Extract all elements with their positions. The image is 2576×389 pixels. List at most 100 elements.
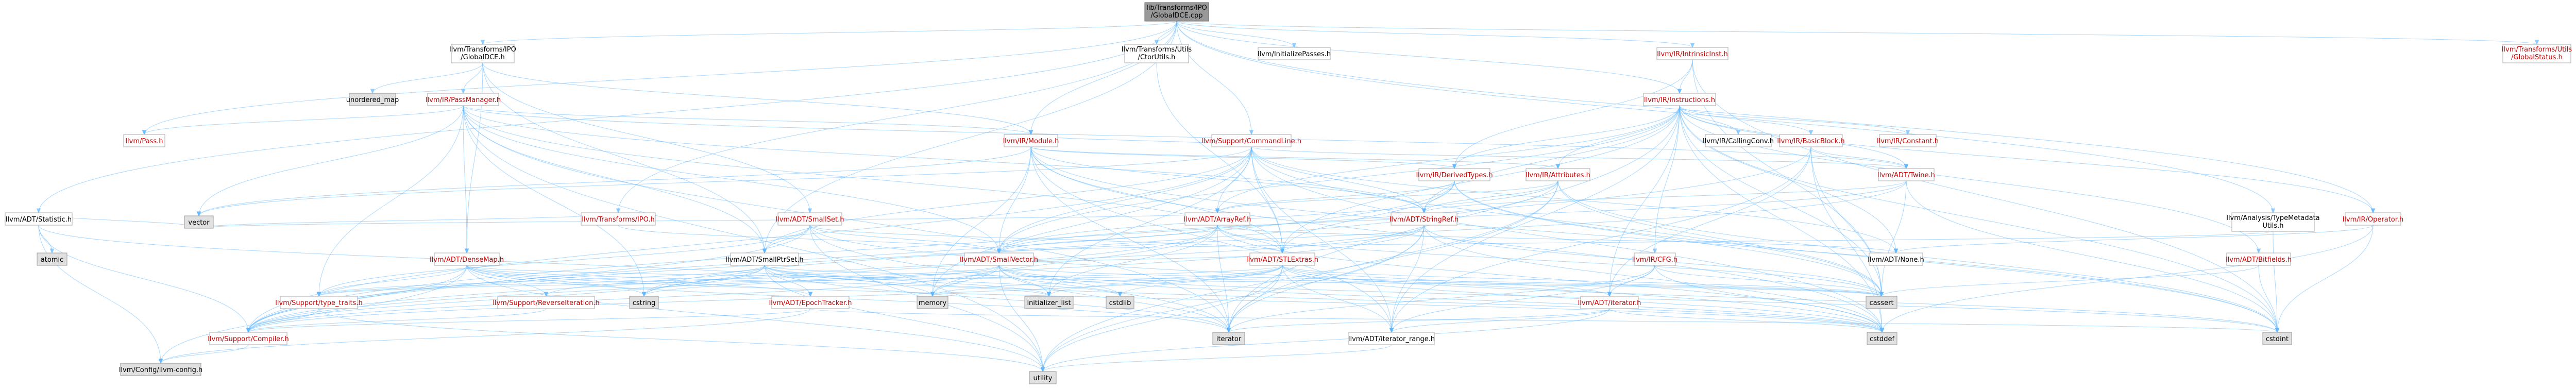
node-label: llvm/Support/type_traits.h bbox=[275, 299, 363, 307]
node-densemap[interactable]: llvm/ADT/DenseMap.h bbox=[430, 252, 504, 266]
node-label: llvm/IR/PassManager.h bbox=[426, 96, 501, 104]
node-epochtracker[interactable]: llvm/ADT/EpochTracker.h bbox=[769, 296, 852, 309]
node-arrayref[interactable]: llvm/ADT/ArrayRef.h bbox=[1184, 212, 1251, 226]
node-label: Utils.h bbox=[2263, 222, 2284, 230]
node-iterator-std: iterator bbox=[1212, 332, 1245, 345]
dependency-edge bbox=[38, 225, 251, 333]
dependency-edge bbox=[1215, 105, 1680, 214]
node-passmanager[interactable]: llvm/IR/PassManager.h bbox=[426, 93, 501, 106]
node-constant-h[interactable]: llvm/IR/Constant.h bbox=[1877, 134, 1939, 147]
node-type-traits[interactable]: llvm/Support/type_traits.h bbox=[275, 296, 363, 309]
node-label: llvm/Transforms/IPO bbox=[449, 46, 516, 54]
node-none-h[interactable]: llvm/ADT/None.h bbox=[1868, 252, 1924, 266]
node-compiler-h[interactable]: llvm/Support/Compiler.h bbox=[208, 332, 289, 345]
dependency-edge bbox=[1652, 105, 1680, 254]
node-transforms-ipo[interactable]: llvm/Transforms/IPO.h bbox=[581, 212, 656, 226]
node-llvm-config: llvm/Config/llvm-config.h bbox=[119, 363, 202, 376]
dependency-edge bbox=[1040, 344, 1392, 373]
node-label: llvm/IR/IntrinsicInst.h bbox=[1657, 50, 1727, 58]
node-label: cstddef bbox=[1870, 335, 1895, 343]
node-intrinsicinst[interactable]: llvm/IR/IntrinsicInst.h bbox=[1656, 47, 1728, 60]
node-label: llvm/ADT/EpochTracker.h bbox=[769, 299, 852, 307]
node-label: llvm/Support/ReverseIteration.h bbox=[493, 299, 600, 307]
node-unordered-map: unordered_map bbox=[346, 93, 399, 106]
node-label: llvm/Transforms/Utils bbox=[2502, 46, 2572, 54]
node-memory: memory bbox=[917, 296, 948, 309]
dependency-edge bbox=[480, 21, 1177, 45]
dependency-edge bbox=[1217, 225, 1899, 254]
dependency-edge bbox=[1154, 21, 1177, 45]
dependency-edge bbox=[1677, 59, 1693, 94]
node-label: llvm/IR/Operator.h bbox=[2343, 216, 2404, 224]
dependency-edge bbox=[1030, 146, 1457, 170]
dependency-edge bbox=[996, 225, 1218, 254]
dependency-edge bbox=[1421, 105, 1680, 214]
dependency-edge bbox=[1421, 180, 1907, 214]
dependency-edge bbox=[1679, 105, 2376, 214]
node-initpasses[interactable]: llvm/InitializePasses.h bbox=[1258, 47, 1331, 60]
dependency-edge bbox=[1280, 225, 1425, 254]
node-smallptrset[interactable]: llvm/ADT/SmallPtrSet.h bbox=[725, 252, 804, 266]
node-label: memory bbox=[919, 299, 947, 307]
node-bitfields[interactable]: llvm/ADT/Bitfields.h bbox=[2226, 252, 2292, 266]
dependency-edge bbox=[1176, 21, 1297, 48]
node-label: utility bbox=[1033, 375, 1053, 382]
node-cfg-h[interactable]: llvm/IR/CFG.h bbox=[1632, 252, 1677, 266]
node-pass-h[interactable]: llvm/Pass.h bbox=[123, 134, 165, 147]
dependency-edge bbox=[316, 265, 999, 297]
dependency-edge bbox=[1906, 180, 2280, 333]
dependency-edge bbox=[370, 62, 483, 94]
node-label: llvm/ADT/SmallPtrSet.h bbox=[725, 256, 803, 264]
dependency-edge bbox=[158, 344, 249, 364]
dependency-edge bbox=[1607, 146, 1811, 297]
dependency-edge bbox=[1879, 265, 2259, 297]
dependency-edge bbox=[1046, 265, 1283, 297]
dependency-edge bbox=[1679, 105, 1910, 136]
node-label: vector bbox=[188, 219, 210, 227]
dependency-edge bbox=[196, 212, 1218, 229]
dependency-edge bbox=[1609, 308, 1885, 333]
node-twine[interactable]: llvm/ADT/Twine.h bbox=[1877, 168, 1935, 181]
node-smallset[interactable]: llvm/ADT/SmallSet.h bbox=[775, 212, 844, 226]
dependency-edge bbox=[1215, 180, 1455, 214]
dependency-edge bbox=[1028, 21, 1177, 136]
dependency-edge bbox=[1679, 105, 2261, 254]
node-basicblock[interactable]: llvm/IR/BasicBlock.h bbox=[1777, 134, 1845, 147]
node-reverseiter[interactable]: llvm/Support/ReverseIteration.h bbox=[493, 296, 600, 309]
node-adt-statistic[interactable]: llvm/ADT/Statistic.h bbox=[5, 212, 73, 226]
dependency-edge bbox=[463, 105, 1427, 214]
node-iterator-range[interactable]: llvm/ADT/iterator_range.h bbox=[1348, 332, 1435, 345]
dependency-edge bbox=[196, 212, 619, 229]
dependency-edge bbox=[618, 225, 1002, 254]
dependency-edge bbox=[1030, 146, 1394, 333]
dependency-edge bbox=[1030, 146, 2280, 333]
node-attributes[interactable]: llvm/IR/Attributes.h bbox=[1526, 168, 1590, 181]
node-iterator-h[interactable]: llvm/ADT/iterator.h bbox=[1578, 296, 1641, 309]
dependency-edge bbox=[1810, 146, 1909, 170]
node-label: llvm/ADT/iterator_range.h bbox=[1348, 335, 1435, 343]
node-module-h[interactable]: llvm/IR/Module.h bbox=[1003, 134, 1059, 147]
dependency-edge bbox=[1879, 225, 2374, 333]
node-stringref[interactable]: llvm/ADT/StringRef.h bbox=[1389, 212, 1459, 226]
dependency-edge bbox=[1117, 265, 1283, 297]
dependency-edge bbox=[482, 62, 812, 214]
node-ctorutils[interactable]: llvm/Transforms/Utils/CtorUtils.h bbox=[1122, 44, 1192, 63]
dependency-edge bbox=[1217, 225, 1285, 254]
node-label: atomic bbox=[41, 256, 63, 264]
node-operator-h[interactable]: llvm/IR/Operator.h bbox=[2343, 212, 2404, 226]
node-commandline[interactable]: llvm/Support/CommandLine.h bbox=[1201, 134, 1301, 147]
node-globaldce-h[interactable]: llvm/Transforms/IPO/GlobalDCE.h bbox=[449, 44, 516, 63]
dependency-edge bbox=[616, 21, 1177, 214]
dependency-edge bbox=[1389, 308, 1610, 333]
node-label: llvm/Transforms/Utils bbox=[1122, 46, 1192, 54]
node-smallvector[interactable]: llvm/ADT/SmallVector.h bbox=[960, 252, 1038, 266]
node-derivedtypes[interactable]: llvm/IR/DerivedTypes.h bbox=[1416, 168, 1493, 181]
node-instructions[interactable]: llvm/IR/Instructions.h bbox=[1643, 93, 1716, 106]
node-label: /GlobalDCE.cpp bbox=[1151, 12, 1203, 20]
node-callingconv[interactable]: llvm/IR/CallingConv.h bbox=[1703, 134, 1774, 147]
dependency-edge bbox=[246, 308, 811, 333]
dependency-edge bbox=[463, 105, 1045, 373]
node-stlextras[interactable]: llvm/ADT/STLExtras.h bbox=[1246, 252, 1318, 266]
node-globalstatus[interactable]: llvm/Transforms/Utils/GlobalStatus.h bbox=[2502, 44, 2572, 63]
